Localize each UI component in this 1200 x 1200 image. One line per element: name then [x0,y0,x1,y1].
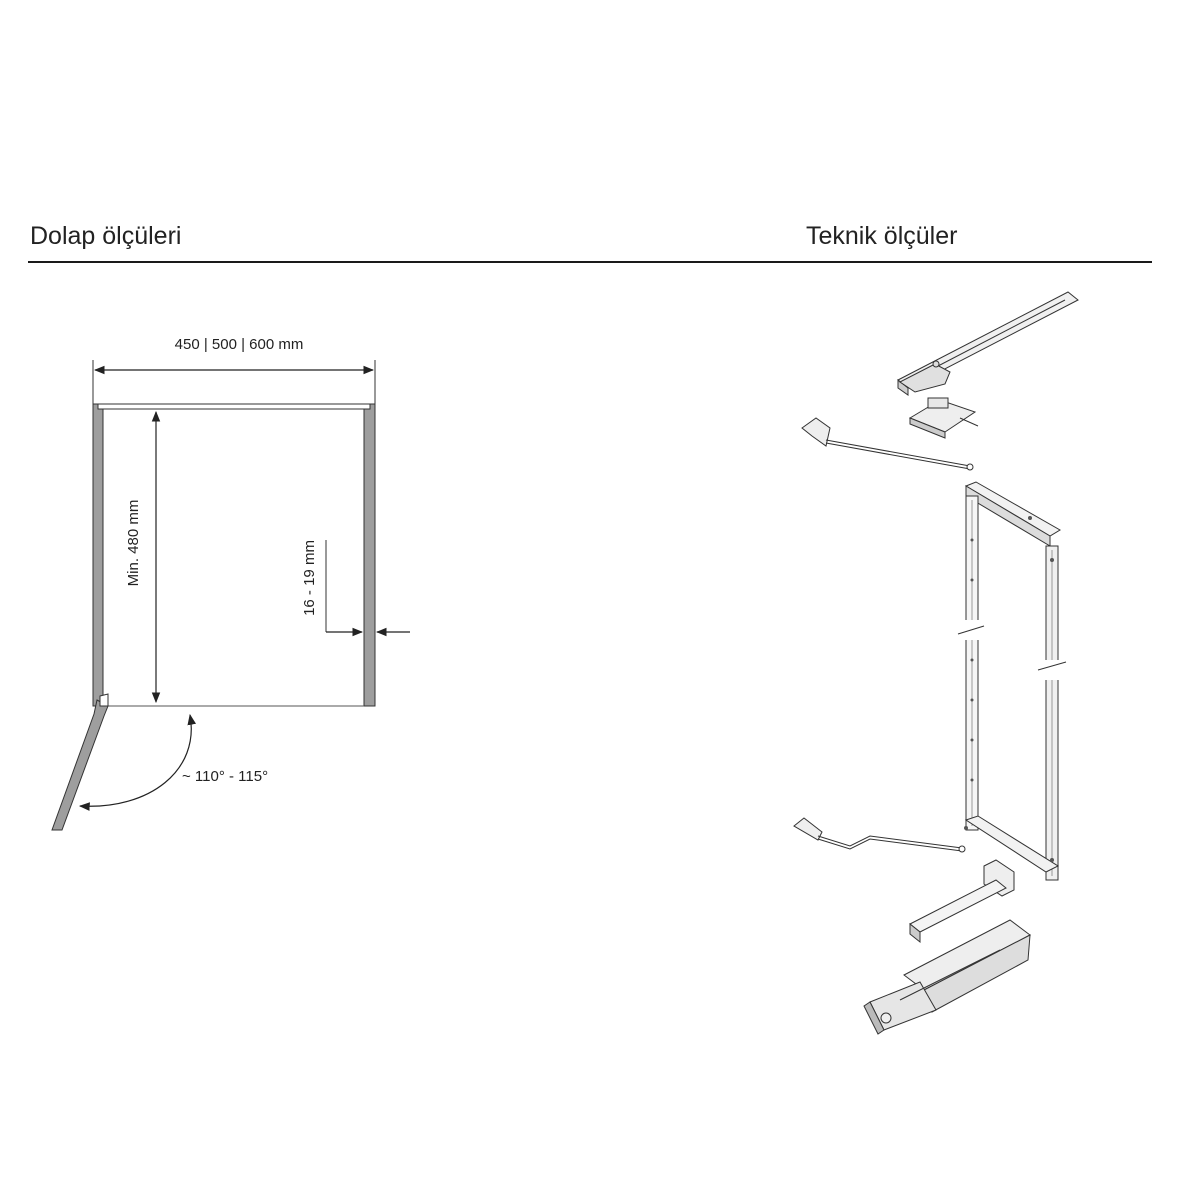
exploded-technical-drawing [793,291,1079,1035]
cabinet-top-view: 450 | 500 | 600 mm Min. 480 mm 16 - 19 m… [51,336,410,831]
depth-dimension: Min. 480 mm [125,410,161,704]
open-door [51,693,109,831]
bottom-runner [863,919,1031,1035]
right-side-panel [363,403,376,707]
heading-divider [28,261,1152,263]
back-rail [97,403,371,410]
depth-label: Min. 480 mm [125,500,142,587]
cabinet-dimensions-heading: Dolap ölçüleri [30,222,182,250]
main-frame [955,481,1068,881]
opening-angle: ~ 110° - 115° [78,713,268,811]
width-dimension: 450 | 500 | 600 mm [92,336,376,404]
angle-label: ~ 110° - 115° [182,768,268,785]
bottom-mounting-arm [909,859,1015,944]
top-mounting-bracket [908,397,979,439]
thickness-dimension: 16 - 19 mm [301,540,410,637]
width-label: 450 | 500 | 600 mm [175,336,304,353]
technical-dimensions-heading: Teknik ölçüler [806,222,958,250]
top-slide-rail [897,291,1079,396]
lower-linkage-rod [793,817,966,853]
upper-linkage-rod [801,417,974,471]
thickness-label: 16 - 19 mm [301,540,318,616]
left-side-panel [92,403,104,707]
